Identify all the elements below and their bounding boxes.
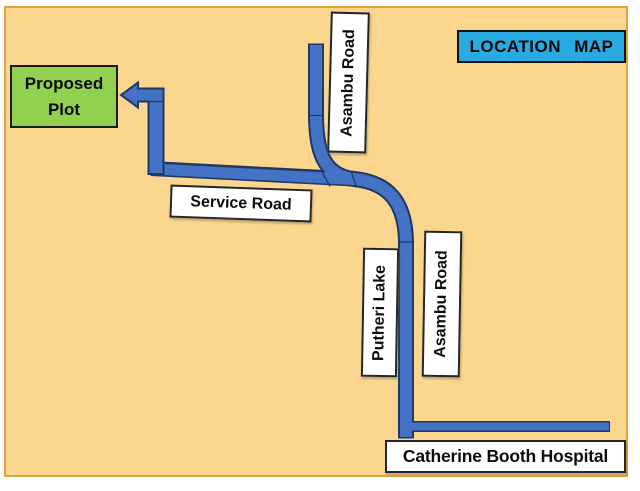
asambu-road-lower-label: Asambu Road bbox=[421, 230, 463, 378]
proposed-plot-box: Proposed Plot bbox=[10, 65, 118, 128]
putheri-lake-label: Putheri Lake bbox=[360, 247, 400, 378]
putheri-lake-label-text: Putheri Lake bbox=[370, 264, 389, 361]
asambu-road-top-label: Asambu Road bbox=[327, 11, 370, 154]
service-road-surface bbox=[152, 163, 355, 185]
asambu-road-top-label-text: Asambu Road bbox=[338, 28, 358, 137]
catherine-booth-hospital-label: Catherine Booth Hospital bbox=[385, 440, 626, 473]
location-map-title: LOCATION MAP bbox=[457, 30, 626, 63]
catherine-booth-hospital-label-text: Catherine Booth Hospital bbox=[402, 446, 609, 466]
proposed-plot-label-line2: Plot bbox=[47, 99, 81, 119]
asambu-road-lower-label-text: Asambu Road bbox=[432, 250, 451, 358]
road-seam bbox=[350, 172, 358, 188]
service-road-label: Service Road bbox=[169, 184, 313, 223]
arrow-to-plot bbox=[119, 80, 165, 175]
service-road-label-text: Service Road bbox=[190, 192, 292, 214]
proposed-plot-label-line1: Proposed bbox=[24, 73, 104, 93]
location-map-title-text: LOCATION MAP bbox=[469, 36, 614, 56]
road-seam bbox=[321, 171, 331, 187]
